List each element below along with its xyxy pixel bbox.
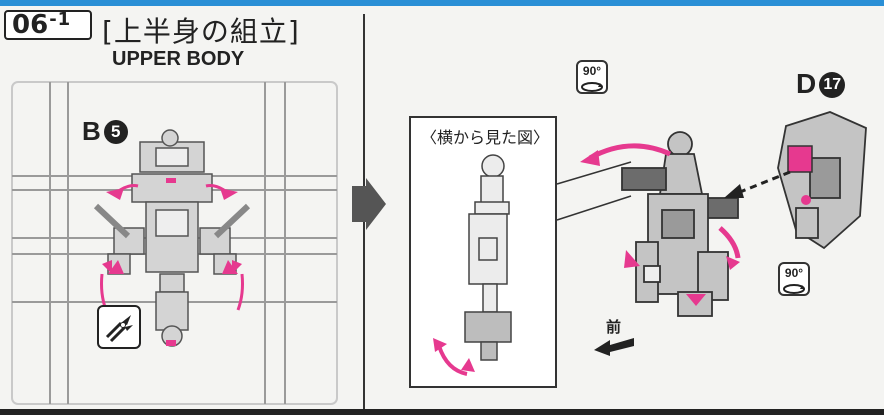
nipper-icon [97,305,141,349]
header-color-strip [0,0,884,6]
runner-part-number-badge: 5 [103,120,128,144]
side-view-drawing [433,154,512,376]
insert-direction-arrow-icon [722,168,792,206]
next-step-arrow-icon [350,178,388,234]
step-number-box: 06-1 [4,8,92,40]
runner-part-letter: B [82,116,101,146]
front-direction-label: 前 [606,318,622,336]
section-title-japanese: [上半身の組立] [102,15,300,48]
rotate-icon [783,284,805,294]
rotate-90-badge-bottom: 90° [778,262,810,296]
rotate-icon [581,82,603,92]
attach-part-letter: D [796,68,817,99]
side-view-title: 〈横から見た図〉 [420,128,549,147]
step-number: 06 [12,10,49,40]
footer-strip [0,409,884,415]
side-view-callout [555,160,635,234]
rotate-90-label-bottom: 90° [784,266,804,280]
section-title-english: UPPER BODY [112,48,245,70]
parts-runner-illustration [10,78,340,412]
side-view-panel: 〈横から見た図〉 [409,116,557,388]
front-direction-arrow-icon [592,334,636,360]
step-sub-number: 1 [57,8,71,30]
rotate-90-badge-top: 90° [576,60,608,94]
upper-body-assembly-illustration [570,122,780,336]
attach-part-number-badge: 17 [819,72,846,98]
attach-part-illustration [770,108,874,262]
rotate-90-label-top: 90° [582,64,602,78]
